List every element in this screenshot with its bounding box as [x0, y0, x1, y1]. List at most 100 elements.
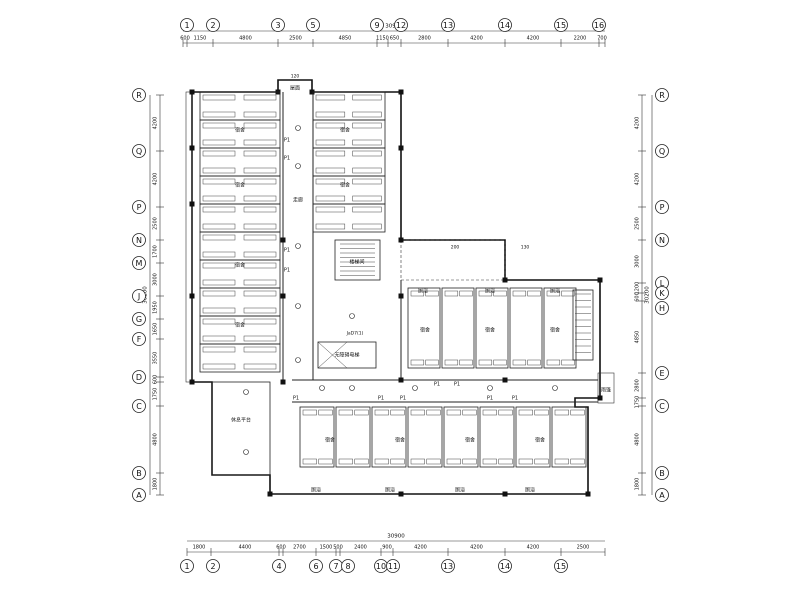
room-label-bath: 厕浴 [311, 487, 321, 494]
axis-label: 12 [396, 21, 406, 30]
axis-label: 6 [313, 562, 318, 571]
dimension-text: 1950 [153, 301, 159, 314]
axis-label: 10 [376, 562, 386, 571]
axis-label: 13 [443, 562, 453, 571]
axis-bubble [441, 18, 455, 32]
bunk-bed [374, 458, 389, 465]
bunk-bed [410, 359, 425, 366]
structural-column [398, 293, 404, 299]
axis-bubble [498, 559, 512, 573]
bunk-bed [302, 458, 317, 465]
bunk-bed [482, 458, 497, 465]
axis-bubble [386, 559, 400, 573]
axis-bubble [655, 144, 669, 158]
axis-bubble [655, 286, 669, 300]
bunk-bed [243, 290, 277, 297]
bunk-bed [202, 262, 236, 269]
bunk-bed [202, 223, 236, 230]
bunk-bed [202, 94, 236, 101]
room-label-dorm: 宿舍 [235, 322, 245, 329]
distribution-label: JaD7(1) [346, 331, 364, 337]
bunk-bed [243, 363, 277, 370]
dorm-room [199, 231, 281, 261]
axis-label: 15 [556, 562, 566, 571]
light-fixture [295, 303, 301, 309]
axis-bubble [132, 256, 146, 270]
bunk-bed [512, 359, 527, 366]
lift-label: 无障碍电梯 [334, 352, 359, 359]
dimension-text: 4200 [635, 173, 641, 186]
dimension-text: 1700 [153, 245, 159, 258]
bunk-bed [202, 167, 236, 174]
structural-column [502, 491, 508, 497]
dimension-text: 4800 [239, 36, 252, 42]
bunk-bed [243, 346, 277, 353]
bunk-bed [498, 409, 513, 416]
structural-column [189, 201, 195, 207]
axis-bubble [132, 200, 146, 214]
dimension-text: 4200 [153, 117, 159, 130]
dorm-room [312, 203, 386, 233]
bunk-bed [202, 122, 236, 129]
axis-label: B [136, 469, 142, 478]
bunk-bed [243, 318, 277, 325]
bunk-bed [202, 206, 236, 213]
room-label-dorm: 宿舍 [485, 327, 495, 334]
bunk-bed [202, 234, 236, 241]
bunk-bed [561, 359, 575, 366]
dorm-room [312, 91, 386, 121]
room-label-bath: 厕浴 [418, 288, 428, 295]
bunk-bed [243, 223, 277, 230]
dimension-text: 4200 [635, 117, 641, 130]
bunk-bed [352, 195, 382, 202]
tag-label: 200 [451, 245, 460, 251]
axis-label: 15 [556, 21, 566, 30]
axis-label: R [136, 91, 142, 100]
dorm-room [199, 315, 281, 345]
bunk-bed [570, 458, 585, 465]
axis-bubble [655, 488, 669, 502]
bunk-bed [315, 122, 346, 129]
dimension-text: 4800 [635, 433, 641, 446]
bunk-bed [243, 139, 277, 146]
axis-label: 11 [388, 562, 398, 571]
axis-bubble [441, 559, 455, 573]
bunk-bed [243, 262, 277, 269]
dimension-text: 4200 [527, 36, 540, 42]
light-fixture [552, 385, 558, 391]
axis-label: P [137, 203, 142, 212]
axis-label: 3 [275, 21, 280, 30]
light-fixture [319, 385, 325, 391]
structural-column [280, 237, 286, 243]
bunk-bed [302, 409, 317, 416]
bunk-bed [315, 150, 346, 157]
bunk-bed [243, 307, 277, 314]
light-fixture [295, 243, 301, 249]
axis-label: R [659, 91, 665, 100]
side-canopy [597, 372, 615, 404]
bunk-bed [561, 290, 575, 297]
panel-label: P1 [284, 156, 290, 162]
dimension-text: 4200 [470, 545, 483, 551]
bunk-bed [554, 409, 569, 416]
axis-bubble [394, 18, 408, 32]
bunk-bed [202, 363, 236, 370]
roof-note: 屋面 [290, 86, 300, 92]
building-outline [191, 79, 601, 495]
bunk-bed [352, 178, 382, 185]
axis-bubble [132, 144, 146, 158]
bunk-bed [493, 290, 507, 297]
axis-bubble [370, 18, 384, 32]
axis-bubble [132, 488, 146, 502]
bunk-bed [425, 359, 439, 366]
bunk-bed [243, 279, 277, 286]
axis-bubble [554, 559, 568, 573]
axis-label: K [659, 289, 665, 298]
axis-label: N [136, 236, 142, 245]
dimension-text: 1150 [194, 36, 207, 42]
dimension-total: 30200 [645, 286, 651, 304]
axis-bubble [132, 312, 146, 326]
panel-label: P1 [378, 396, 384, 402]
axis-bubble [180, 559, 194, 573]
tag-label: 130 [521, 245, 530, 251]
